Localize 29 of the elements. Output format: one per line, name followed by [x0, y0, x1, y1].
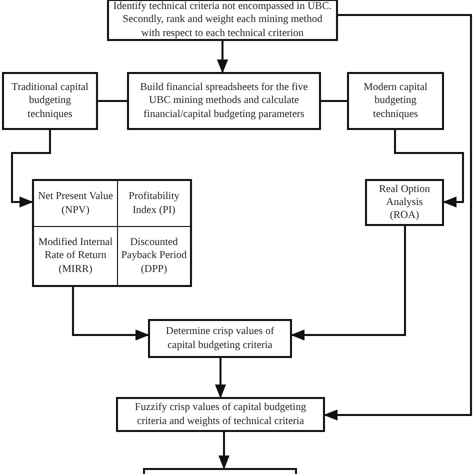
process-box	[116, 397, 325, 432]
table-cell	[34, 181, 118, 227]
arrow	[216, 41, 228, 74]
arrow	[394, 130, 464, 208]
arrow	[218, 432, 230, 470]
node-text: Modified Internal Rate of Return (MIRR)	[37, 236, 114, 276]
node-text: Net Present Value (NPV)	[37, 190, 114, 217]
arrow	[214, 358, 226, 398]
process-box	[148, 319, 292, 358]
process-box	[365, 179, 444, 226]
process-box	[127, 72, 321, 130]
arrow	[324, 14, 472, 421]
node-text: Fuzzify crisp values of capital budgeting criteria and weights of technical criteria	[134, 401, 308, 428]
process-box	[347, 72, 444, 130]
node-text: Determine crisp values of capital budgeting criteria	[164, 325, 276, 352]
node-text: Modern capital budgeting techniques	[362, 81, 428, 121]
node-text: Profitability Index (PI)	[128, 190, 180, 217]
node-text: Traditional capital budgeting techniques	[10, 81, 90, 121]
node-text: Real Option Analysis (ROA)	[378, 182, 432, 222]
arrow	[290, 226, 406, 341]
arrow	[11, 130, 51, 208]
method-table	[32, 179, 192, 287]
connector-line	[98, 100, 127, 102]
connector-line	[321, 100, 347, 102]
arrow	[72, 287, 150, 341]
process-box	[2, 72, 98, 130]
node-text: Discounted Payback Period (DPP)	[121, 236, 187, 276]
node-text: Build financial spreadsheets for the five UBC mining methods and calculate financial/capital budgeting parameters	[139, 81, 309, 121]
node-text: Identify technical criteria not encompassed in UBC. Secondly, rank and weight each mining method with respect to each technical criterion	[113, 0, 332, 40]
